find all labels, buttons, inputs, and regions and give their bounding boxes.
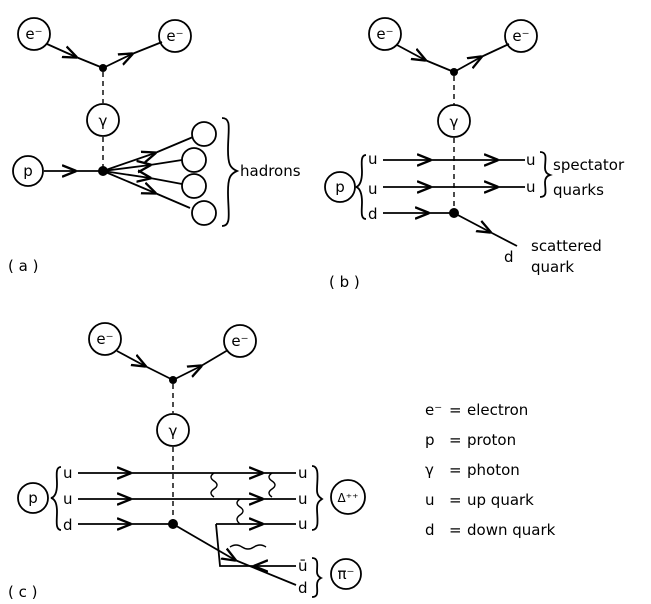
- legend-symbol: e⁻: [425, 401, 442, 419]
- panel-b-label: ( b ): [329, 273, 360, 291]
- hadron-circle: [181, 147, 207, 173]
- scattered-label-2: quark: [531, 258, 574, 276]
- svg-text:u: u: [298, 515, 308, 533]
- svg-text:e⁻: e⁻: [25, 25, 42, 43]
- legend-text: up quark: [467, 491, 534, 509]
- hadron-circle: [191, 121, 217, 147]
- panel-c: e⁻ e⁻ γ p u u d: [8, 322, 366, 601]
- electron-in-a: e⁻: [17, 17, 51, 51]
- electron-in-c: e⁻: [88, 322, 122, 356]
- vertex-electron-c: [169, 376, 177, 384]
- hadrons-brace: [221, 117, 240, 227]
- legend-symbol: p: [425, 431, 435, 449]
- legend-symbol: d: [425, 521, 435, 539]
- svg-text:e⁻: e⁻: [376, 25, 393, 43]
- legend-text: photon: [467, 461, 520, 479]
- svg-text:u: u: [526, 178, 536, 196]
- hadron-circle: [191, 200, 217, 226]
- legend-symbol: γ: [425, 461, 434, 479]
- legend-symbol: u: [425, 491, 435, 509]
- gluon: [210, 472, 218, 498]
- panel-c-label: ( c ): [8, 583, 38, 601]
- spectator-label-2: quarks: [553, 181, 604, 199]
- svg-text:u: u: [63, 490, 73, 508]
- legend-equals: =: [449, 521, 462, 539]
- svg-text:e⁻: e⁻: [96, 330, 113, 348]
- scattered-label: scattered: [531, 237, 602, 255]
- svg-text:u: u: [63, 464, 73, 482]
- svg-text:e⁻: e⁻: [512, 27, 529, 45]
- svg-text:e⁻: e⁻: [231, 332, 248, 350]
- vertex-electron-a: [99, 64, 107, 72]
- svg-text:d: d: [298, 579, 308, 597]
- legend: e⁻ = electron p = proton γ = photon u = up quark d = d…: [425, 401, 556, 539]
- svg-text:p: p: [23, 162, 33, 180]
- svg-text:d: d: [368, 205, 378, 223]
- hadron-circle: [181, 173, 207, 199]
- svg-text:γ: γ: [169, 422, 178, 440]
- svg-text:d: d: [504, 248, 514, 266]
- photon-a: γ: [86, 103, 120, 137]
- svg-text:u: u: [298, 464, 308, 482]
- svg-text:u: u: [526, 151, 536, 169]
- legend-equals: =: [449, 491, 462, 509]
- hadrons-label: hadrons: [240, 162, 301, 180]
- gluon: [229, 544, 267, 550]
- legend-equals: =: [449, 461, 462, 479]
- panel-a: e⁻ e⁻ γ p: [8, 17, 301, 275]
- electron-in-b: e⁻: [368, 17, 402, 51]
- photon-b: γ: [437, 104, 471, 138]
- gluon: [268, 472, 276, 498]
- proton-b: p: [324, 171, 356, 203]
- gluon: [236, 498, 244, 525]
- svg-text:ū: ū: [298, 557, 308, 575]
- spectator-label: spectator: [553, 156, 625, 174]
- legend-equals: =: [449, 431, 462, 449]
- svg-text:π⁻: π⁻: [338, 565, 355, 583]
- photon-c: γ: [156, 413, 190, 447]
- proton-a: p: [12, 155, 44, 187]
- legend-text: electron: [467, 401, 528, 419]
- svg-text:γ: γ: [450, 113, 459, 131]
- electron-in-line-a: [46, 43, 76, 57]
- legend-equals: =: [449, 401, 462, 419]
- svg-text:p: p: [28, 489, 38, 507]
- electron-out-c: e⁻: [223, 324, 257, 358]
- svg-text:u: u: [298, 490, 308, 508]
- svg-text:p: p: [335, 178, 345, 196]
- svg-text:Δ⁺⁺: Δ⁺⁺: [338, 491, 359, 505]
- svg-text:d: d: [63, 516, 73, 534]
- legend-text: down quark: [467, 521, 556, 539]
- delta-baryon: Δ⁺⁺: [330, 479, 366, 515]
- panel-a-label: ( a ): [8, 257, 38, 275]
- electron-out-b: e⁻: [504, 19, 538, 53]
- svg-text:γ: γ: [99, 112, 108, 130]
- vertex-electron-b: [450, 68, 458, 76]
- electron-out-a: e⁻: [158, 19, 192, 53]
- svg-text:u: u: [368, 180, 378, 198]
- svg-text:u: u: [368, 150, 378, 168]
- svg-text:e⁻: e⁻: [166, 27, 183, 45]
- proton-c: p: [17, 482, 49, 514]
- electron-out-line-a: [102, 54, 132, 69]
- panel-b: e⁻ e⁻ γ p u u d: [324, 17, 625, 291]
- pion-meson: π⁻: [330, 558, 362, 590]
- legend-text: proton: [467, 431, 516, 449]
